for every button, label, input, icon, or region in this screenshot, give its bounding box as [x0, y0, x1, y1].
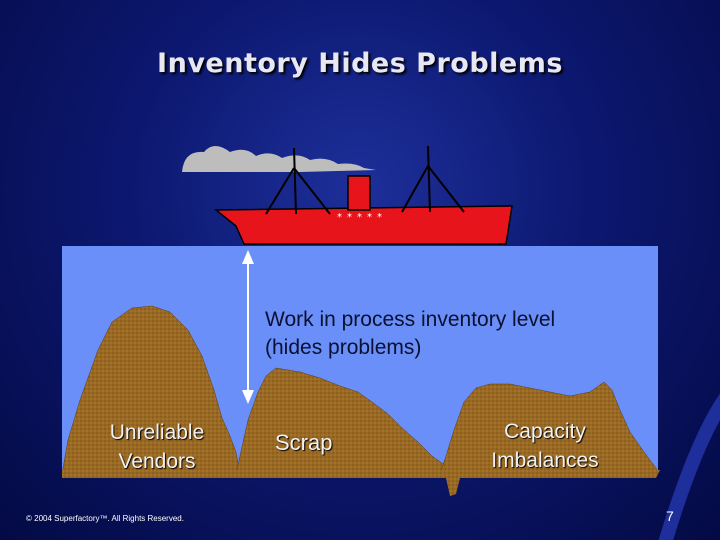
rock-scrap [235, 367, 459, 475]
rock-label-capacity: Capacity Imbalances [470, 417, 620, 475]
svg-text:*: * [367, 212, 372, 223]
copyright-footer: © 2004 Superfactory™. All Rights Reserve… [26, 514, 184, 523]
rock-unreliable-vendors [61, 305, 241, 475]
ship-rigging [265, 145, 465, 215]
ship-hull [213, 205, 513, 245]
ship-portholes: * * * * * [337, 212, 382, 223]
water-label: Work in process inventory level (hides p… [265, 306, 555, 362]
slide-title: Inventory Hides Problems [157, 48, 563, 79]
svg-text:*: * [357, 212, 362, 223]
ship: * * * * * [213, 145, 513, 245]
svg-text:*: * [377, 212, 382, 223]
vendors-line2: Vendors [118, 450, 196, 473]
rock-label-vendors: Unreliable Vendors [82, 418, 232, 476]
inventory-level-arrow [242, 250, 254, 404]
vendors-line1: Unreliable [109, 421, 205, 444]
decorative-ribbon [658, 393, 720, 540]
capacity-line1: Capacity [504, 420, 586, 443]
rock-capacity-imbalances [439, 381, 659, 475]
svg-text:*: * [337, 212, 342, 223]
ship-smokestack [347, 175, 371, 211]
rock-label-scrap: Scrap [275, 430, 333, 455]
page-number: 7 [666, 508, 674, 524]
rock-bottom-edge [62, 470, 660, 496]
capacity-line2: Imbalances [491, 449, 599, 472]
water-label-line2: (hides problems) [265, 336, 422, 359]
smoke-cloud [182, 146, 376, 172]
water-label-line1: Work in process inventory level [265, 308, 556, 331]
svg-text:*: * [347, 212, 352, 223]
